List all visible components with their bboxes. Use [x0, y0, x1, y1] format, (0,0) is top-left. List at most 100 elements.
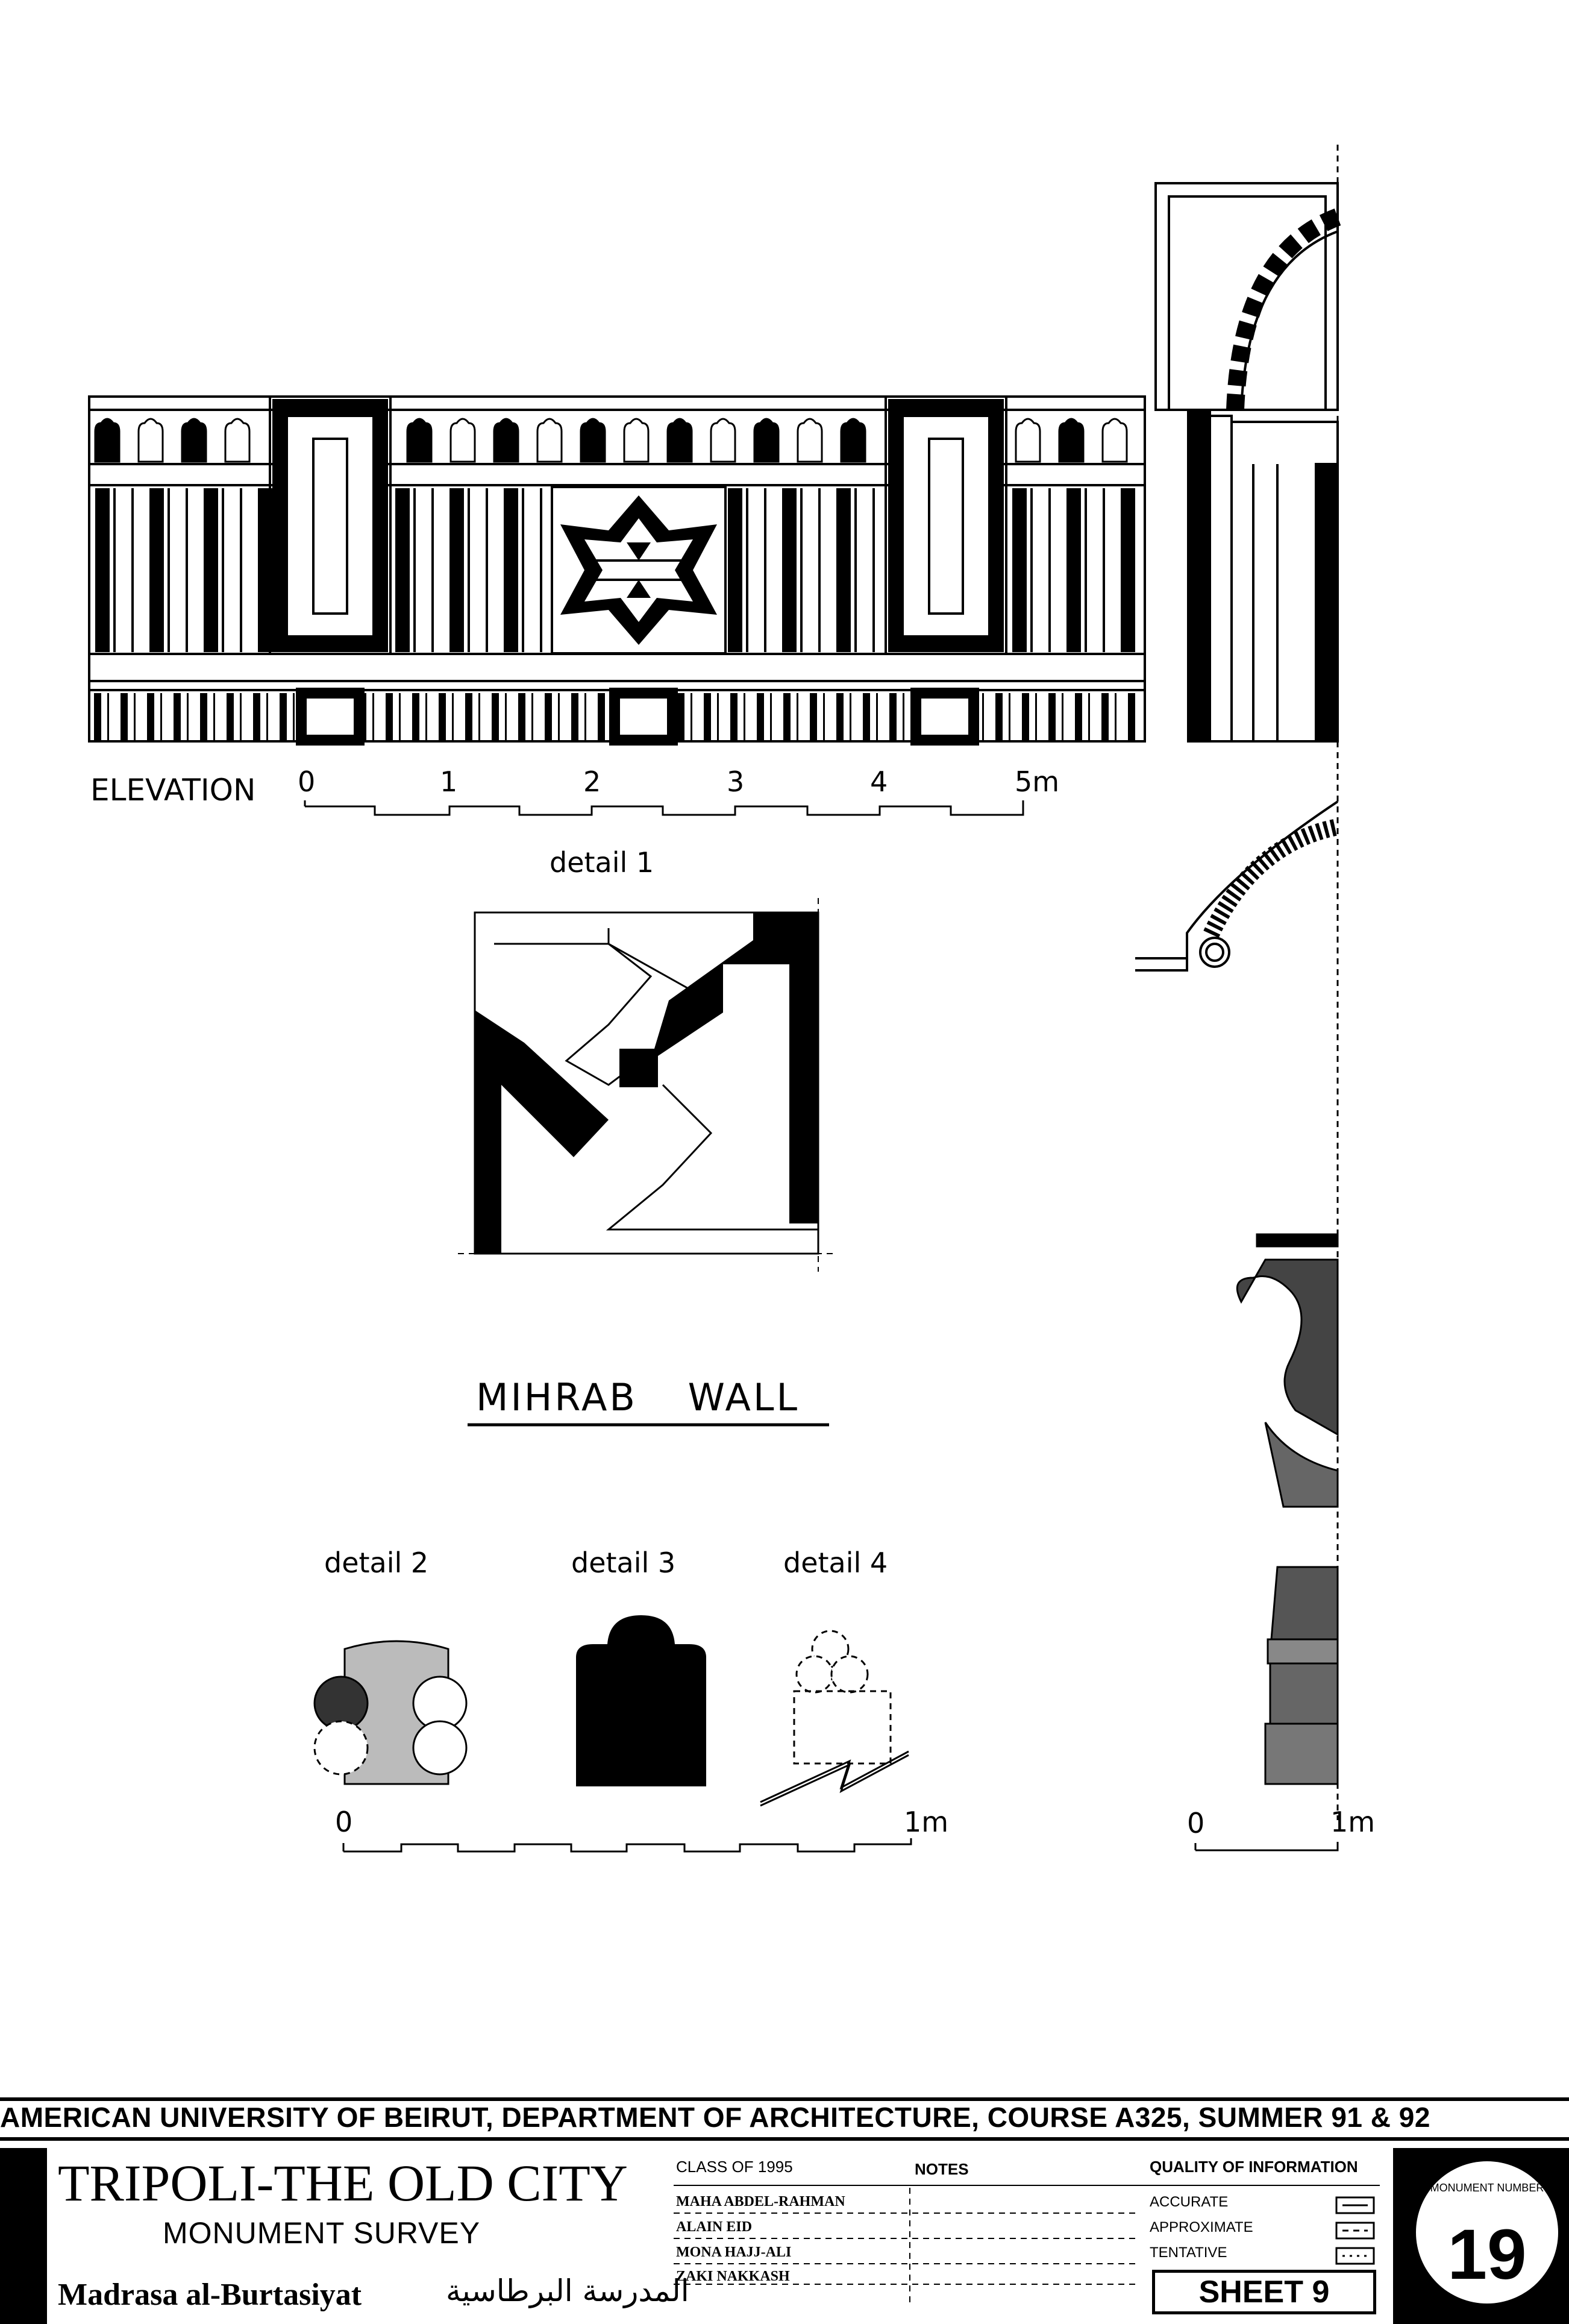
elevation-arch-niche [840, 418, 866, 463]
dado-stripe [571, 693, 578, 740]
elevation-stripe [486, 488, 488, 652]
elevation-stripe [836, 488, 851, 652]
dado-stripe [1022, 693, 1029, 740]
dado-stripe [465, 693, 472, 740]
detail-3-label: detail 3 [571, 1547, 676, 1579]
main-scale-tick-4: 4 [870, 765, 888, 798]
team-member: MAHA ABDEL-RAHMAN [676, 2194, 845, 2209]
elevation-stripe [540, 488, 542, 652]
elevation-geometric-panel [551, 486, 727, 655]
wall-title: MIHRAB WALL [476, 1375, 800, 1419]
elevation-arch-niche [94, 418, 121, 463]
dado-stripe [889, 693, 897, 740]
elevation-stripe [1066, 488, 1081, 652]
elevation-arch-niche [797, 418, 823, 463]
title-block: AMERICAN UNIVERSITY OF BEIRUT, DEPARTMEN… [0, 2097, 1569, 2324]
dado-stripe [823, 693, 825, 740]
notes-label: NOTES [915, 2160, 969, 2178]
elevation-stripe [764, 488, 766, 652]
elevation-arch-niche [224, 418, 251, 463]
dado-stripe [704, 693, 711, 740]
elevation-arch-niche [1101, 418, 1128, 463]
elevation-arch-niche [181, 418, 207, 463]
team-member: ZAKI NAKKASH [676, 2269, 790, 2284]
elevation-label: ELEVATION [90, 773, 256, 808]
elevation-dado [94, 688, 1135, 746]
dado-stripe [584, 693, 586, 740]
dado-stripe [253, 693, 260, 740]
elevation-stripe [240, 488, 242, 652]
dado-stripe [492, 693, 499, 740]
team-member: ALAIN EID [676, 2219, 753, 2235]
dado-stripe [372, 693, 374, 740]
main-scale-tick-3: 3 [727, 765, 745, 798]
dado-stripe [995, 693, 1003, 740]
dado-stripe [1115, 693, 1116, 740]
dado-stripe [783, 693, 791, 740]
title-block-lines [674, 2185, 1380, 2302]
main-scale-tick-2: 2 [583, 765, 601, 798]
dado-stripe [478, 693, 480, 740]
elevation-stripe [1121, 488, 1135, 652]
monument-number-label: MONUMENT NUMBER [1430, 2182, 1544, 2194]
elevation-stripe [186, 488, 188, 652]
elevation-stripe [782, 488, 797, 652]
dado-stripe [1075, 693, 1082, 740]
dado-stripe [439, 693, 446, 740]
dado-stripe [240, 693, 242, 740]
detail-4-drawing [760, 1630, 909, 1807]
dado-stripe [797, 693, 798, 740]
dado-stripe [213, 693, 215, 740]
title-block-header: AMERICAN UNIVERSITY OF BEIRUT, DEPARTMEN… [0, 2102, 1430, 2133]
elevation-stripe [1048, 488, 1051, 652]
elevation-stripe [468, 488, 470, 652]
monument-number: 19 [1447, 2215, 1527, 2294]
dado-stripe [1101, 693, 1109, 740]
dado-stripe [717, 693, 719, 740]
elevation-arch-niche [666, 418, 693, 463]
elevation-stripe [872, 488, 875, 652]
elevation-stripe [395, 488, 410, 652]
dado-stripe [836, 693, 844, 740]
detail-1-label: detail 1 [550, 846, 654, 879]
elevation-stripe [1103, 488, 1105, 652]
dado-stripe [1062, 693, 1063, 740]
dado-stripe [200, 693, 207, 740]
main-scale-tick-5: 5m [1015, 765, 1060, 798]
dado-stripe [598, 693, 605, 740]
detail-scale-end: 1m [904, 1806, 949, 1838]
dado-stripe [903, 693, 904, 740]
elevation-stripe [1085, 488, 1087, 652]
elevation-stripe [413, 488, 416, 652]
main-scale-tick-0: 0 [298, 765, 316, 798]
title-block-top-rule [0, 2097, 1569, 2101]
elevation-stripe [504, 488, 518, 652]
quality-level: TENTATIVE [1150, 2244, 1227, 2261]
elevation-stripe [222, 488, 224, 652]
project-subtitle: MONUMENT SURVEY [163, 2216, 481, 2250]
detail-4-label: detail 4 [783, 1547, 888, 1579]
side-scale-start: 0 [1187, 1807, 1205, 1839]
dado-stripe [1009, 693, 1010, 740]
dado-stripe [558, 693, 560, 740]
detail-1-drawing [458, 898, 838, 1272]
elevation-arch-niche [406, 418, 433, 463]
elevation-stripe [746, 488, 748, 652]
monument-name-arabic: المدرسة البرطاسية [446, 2273, 689, 2308]
dado-stripe [174, 693, 181, 740]
elevation-arch-niche [536, 418, 563, 463]
dado-stripe [1088, 693, 1090, 740]
column-plan [1135, 800, 1339, 972]
project-title: TRIPOLI-THE OLD CITY [58, 2154, 628, 2212]
dado-stripe [505, 693, 507, 740]
elevation-stripe [113, 488, 116, 652]
dado-stripe [691, 693, 692, 740]
sheet-number: SHEET 9 [1152, 2270, 1376, 2314]
dado-panel [296, 688, 365, 746]
quality-level: APPROXIMATE [1150, 2219, 1253, 2235]
main-scale-bar [304, 800, 1024, 816]
dado-stripe [730, 693, 738, 740]
side-scale-end: 1m [1330, 1806, 1376, 1838]
elevation-stripe [204, 488, 218, 652]
dado-stripe [227, 693, 234, 740]
